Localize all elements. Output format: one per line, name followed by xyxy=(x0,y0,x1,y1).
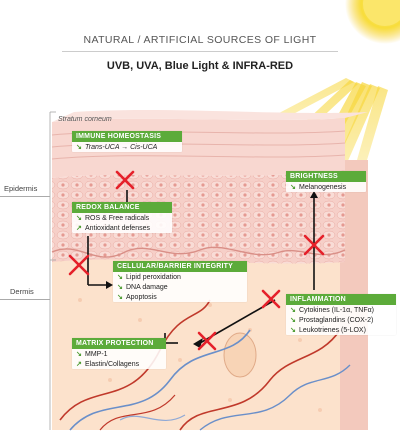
list-item: ↘Trans-UCA → Cis-UCA xyxy=(76,144,158,151)
sebaceous-gland xyxy=(223,332,257,378)
list-item: ↘Cytokines (IL-1α, TNFα) xyxy=(290,307,374,314)
arrow-down-icon: ↘ xyxy=(76,215,82,222)
box-title: REDOX BALANCE xyxy=(72,202,172,213)
box-title: BRIGHTNESS xyxy=(286,171,366,182)
redox-balance-box: REDOX BALANCE ↘ROS & Free radicals ↗Anti… xyxy=(72,202,172,233)
arrow-down-icon: ↘ xyxy=(290,184,296,191)
blood-vessel xyxy=(69,329,251,431)
cellular-barrier-box: CELLULAR/BARRIER INTEGRITY ↘Lipid peroxi… xyxy=(113,261,247,302)
list-item: ↘DNA damage xyxy=(117,284,168,291)
inhibition-cross-icon xyxy=(68,254,90,276)
arrow-down-icon: ↘ xyxy=(290,307,296,314)
epidermis-rule xyxy=(0,196,50,197)
arrow-down-icon: ↘ xyxy=(117,294,123,301)
list-item: ↘Leukotrienes (5-LOX) xyxy=(290,327,366,334)
inflammation-box: INFLAMMATION ↘Cytokines (IL-1α, TNFα) ↘P… xyxy=(286,294,396,335)
inhibition-cross-icon xyxy=(261,289,281,309)
matrix-protection-box: MATRIX PROTECTION ↘MMP-1 ↗Elastin/Collag… xyxy=(72,338,166,369)
header-title: NATURAL / ARTIFICIAL SOURCES OF LIGHT xyxy=(83,34,317,46)
brightness-box: BRIGHTNESS ↘Melanogenesis xyxy=(286,171,366,192)
list-item: ↘Melanogenesis xyxy=(290,184,347,191)
arrow-down-icon: ↘ xyxy=(290,317,296,324)
list-item: ↗Antioxidant defenses xyxy=(76,225,150,232)
dermis-rule xyxy=(0,299,50,300)
arrow-up-icon: ↗ xyxy=(76,225,82,232)
inhibition-cross-icon xyxy=(115,170,135,190)
list-item: ↘Lipid peroxidation xyxy=(117,274,181,281)
box-title: INFLAMMATION xyxy=(286,294,396,305)
list-item: ↘Prostaglandins (COX-2) xyxy=(290,317,374,324)
list-item: ↗Elastin/Collagens xyxy=(76,361,140,368)
box-title: IMMUNE HOMEOSTASIS xyxy=(72,131,182,142)
arrow-down-icon: ↘ xyxy=(290,327,296,334)
immune-homeostasis-box: IMMUNE HOMEOSTASIS ↘Trans-UCA → Cis-UCA xyxy=(72,131,182,152)
inhibition-cross-icon xyxy=(303,234,325,256)
arrow-down-icon: ↘ xyxy=(117,284,123,291)
blood-vessel xyxy=(179,329,341,431)
box-title: CELLULAR/BARRIER INTEGRITY xyxy=(113,261,247,272)
box-title: MATRIX PROTECTION xyxy=(72,338,166,349)
stratum-label: Stratum corneum xyxy=(58,116,112,123)
inhibition-cross-icon xyxy=(197,331,217,351)
arrow-down-icon: ↘ xyxy=(76,144,82,151)
arrow-down-icon: ↘ xyxy=(117,274,123,281)
list-item: ↘MMP-1 xyxy=(76,351,108,358)
arrow-up-icon: ↗ xyxy=(76,361,82,368)
arrow-down-icon: ↘ xyxy=(76,351,82,358)
epidermis-label: Epidermis xyxy=(4,184,38,193)
epidermis-layer xyxy=(52,170,345,264)
header-divider xyxy=(62,51,338,52)
dermis-label: Dermis xyxy=(10,287,34,296)
list-item: ↘ROS & Free radicals xyxy=(76,215,150,222)
header-subtitle: UVB, UVA, Blue Light & INFRA-RED xyxy=(106,60,294,72)
list-item: ↘Apoptosis xyxy=(117,294,157,301)
